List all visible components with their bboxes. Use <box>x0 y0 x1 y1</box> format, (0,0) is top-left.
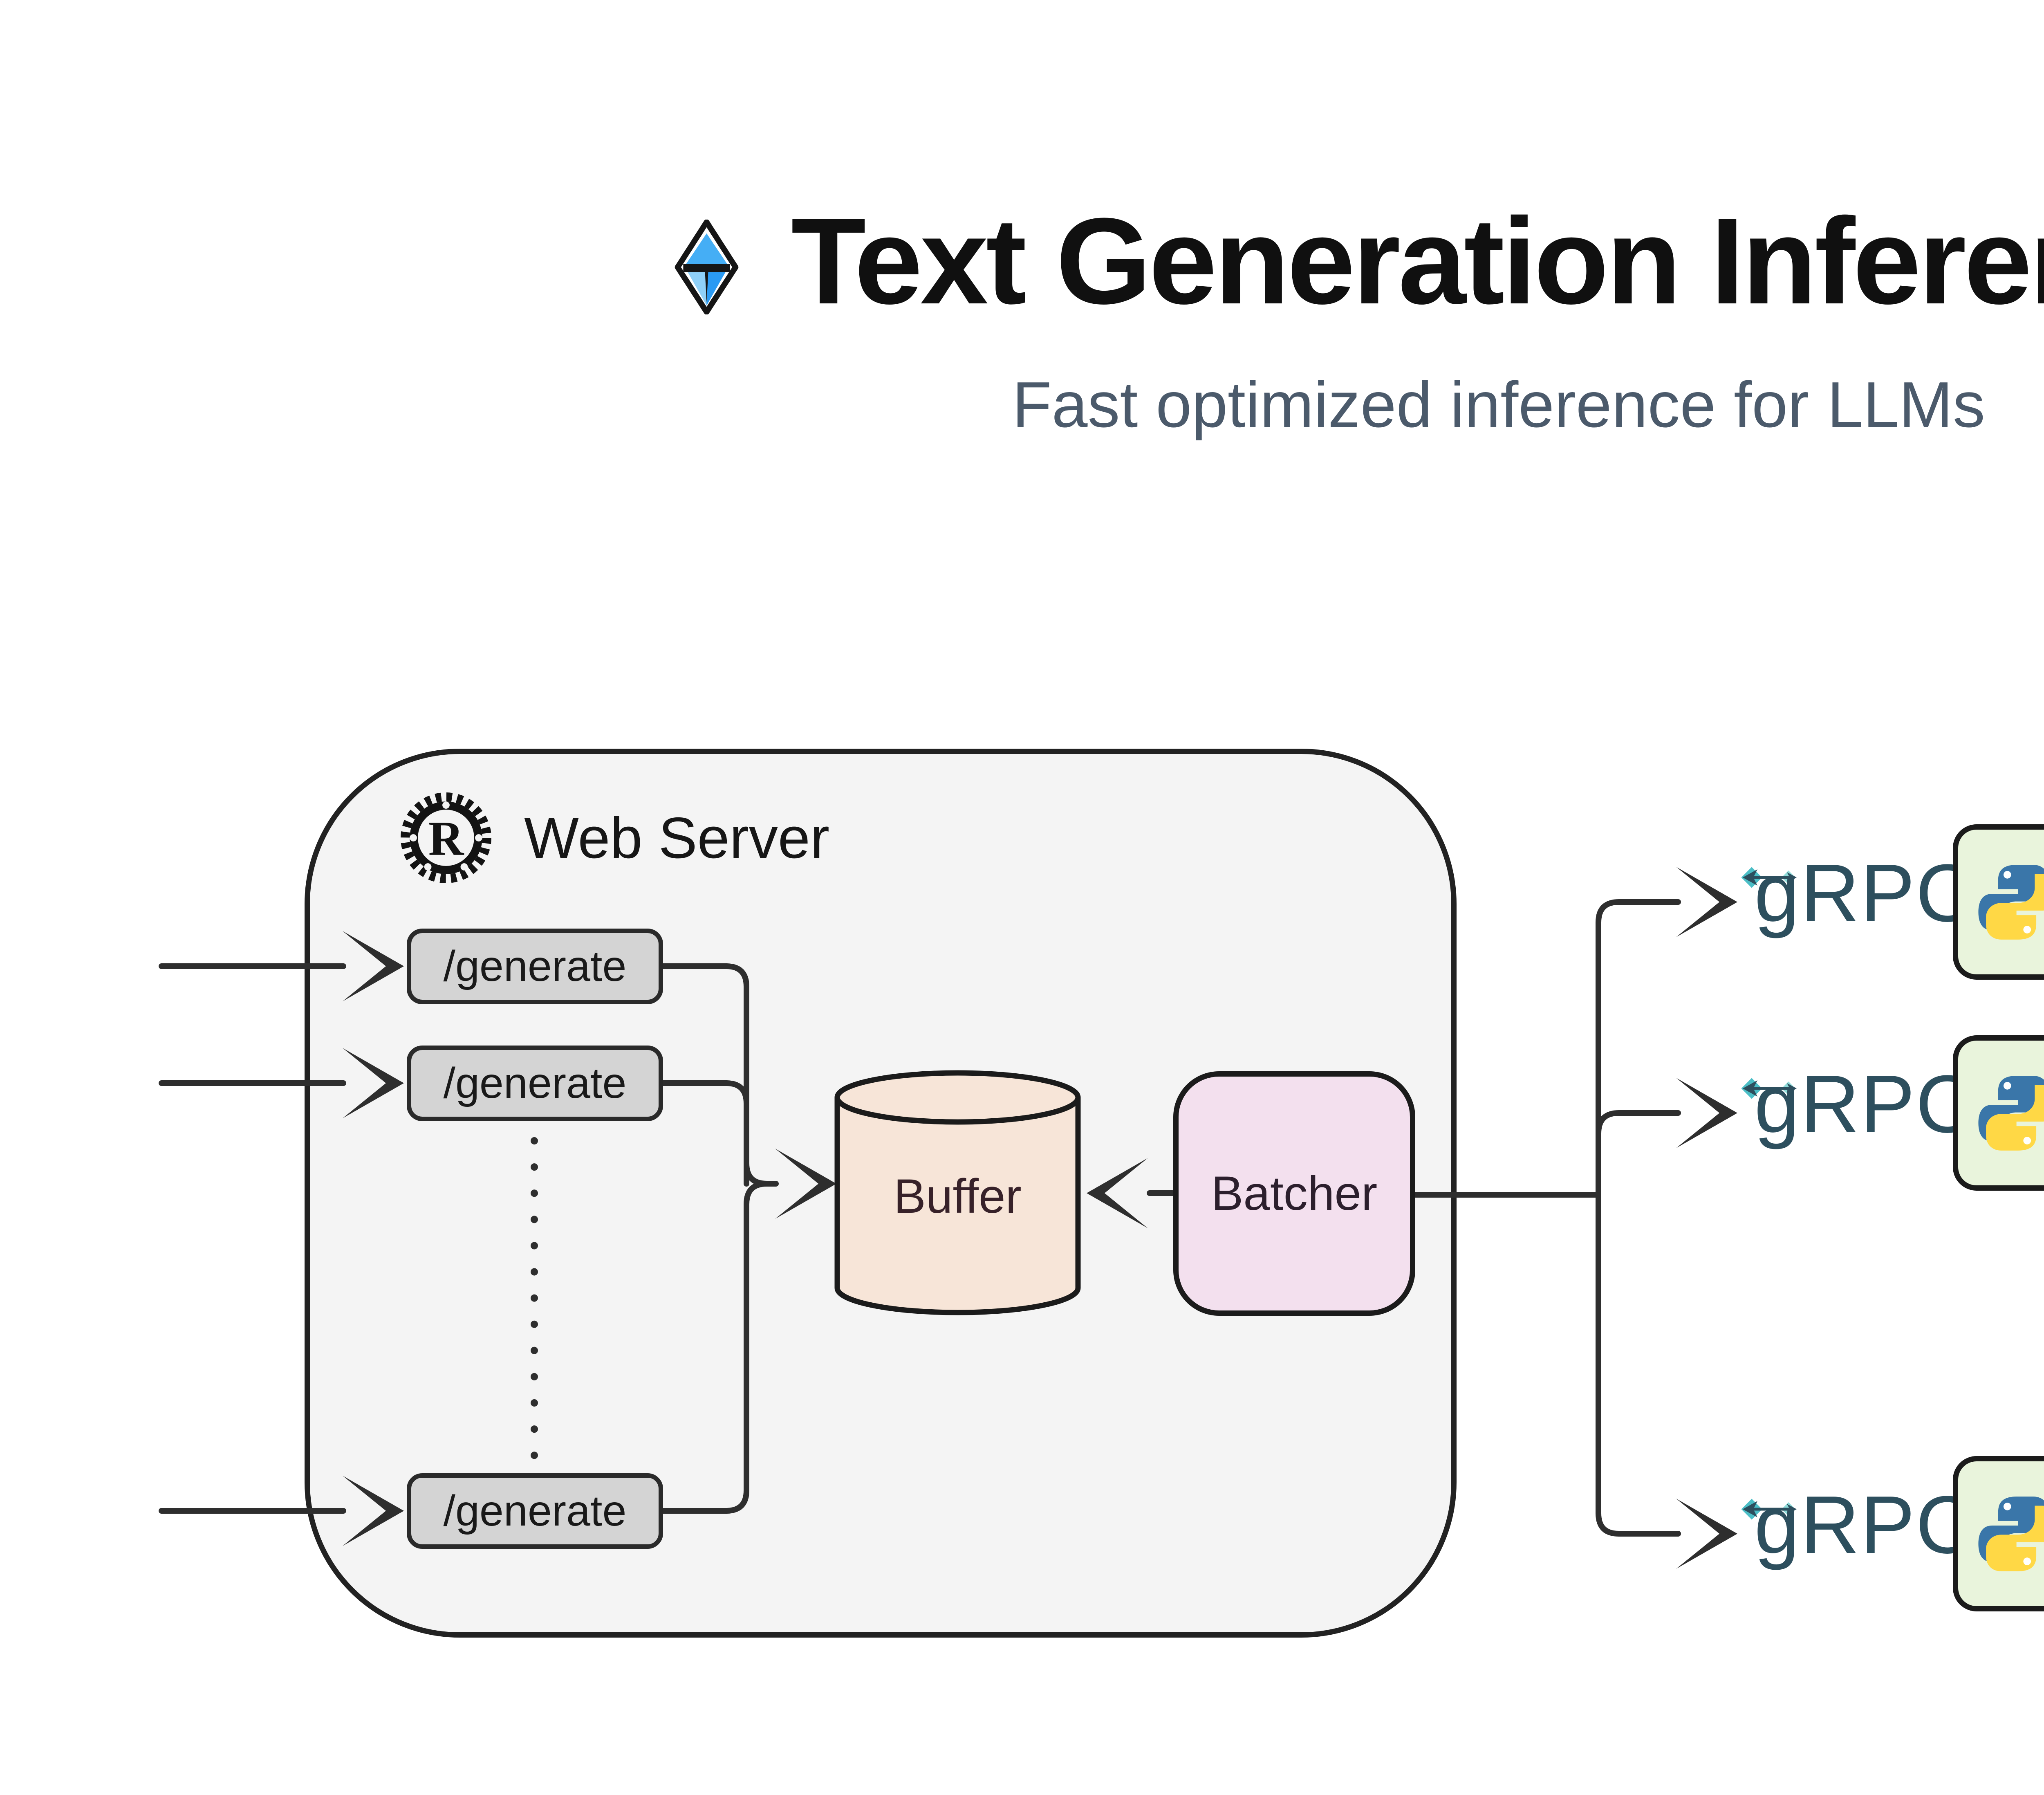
model-shard-box-1: Model Shard <box>1953 824 2044 980</box>
page-subtitle: Fast optimized inference for LLMs <box>1012 369 1985 441</box>
grpc-endpoint-1: gRPC <box>1739 853 1975 959</box>
buffer-cylinder <box>834 1070 1081 1315</box>
grpc-label: gRPC <box>1754 1059 1976 1150</box>
grpc-label: gRPC <box>1754 1479 1976 1571</box>
batcher-label: Batcher <box>1211 1167 1378 1221</box>
web-server-label: Web Server <box>524 806 830 871</box>
grpc-arrows-icon <box>1741 1499 1797 1520</box>
python-logo-icon <box>1978 1496 2044 1571</box>
endpoint-label: /generate <box>443 1059 627 1107</box>
endpoint-label: /generate <box>443 942 627 990</box>
python-logo-icon <box>1978 1075 2044 1151</box>
svg-text:R: R <box>428 811 464 866</box>
rust-logo-icon: R <box>401 792 491 883</box>
grpc-arrows-icon <box>1741 867 1797 888</box>
endpoint-generate-3: /generate <box>407 1473 663 1549</box>
tgi-diamond-icon <box>675 220 739 314</box>
page-title: Text Generation Inference <box>791 192 2044 330</box>
grpc-endpoint-2: gRPC <box>1739 1064 1975 1170</box>
batcher-box: Batcher <box>1173 1071 1415 1316</box>
endpoint-generate-2: /generate <box>407 1046 663 1121</box>
endpoint-label: /generate <box>443 1487 627 1535</box>
grpc-endpoint-3: gRPC <box>1739 1484 1975 1591</box>
endpoint-generate-1: /generate <box>407 929 663 1004</box>
model-shard-box-2: Model Shard <box>1953 1035 2044 1191</box>
buffer-label: Buffer <box>894 1169 1022 1223</box>
grpc-label: gRPC <box>1754 848 1976 939</box>
model-shard-box-3: Model Shard <box>1953 1456 2044 1611</box>
grpc-arrows-icon <box>1741 1078 1797 1099</box>
python-logo-icon <box>1978 864 2044 940</box>
